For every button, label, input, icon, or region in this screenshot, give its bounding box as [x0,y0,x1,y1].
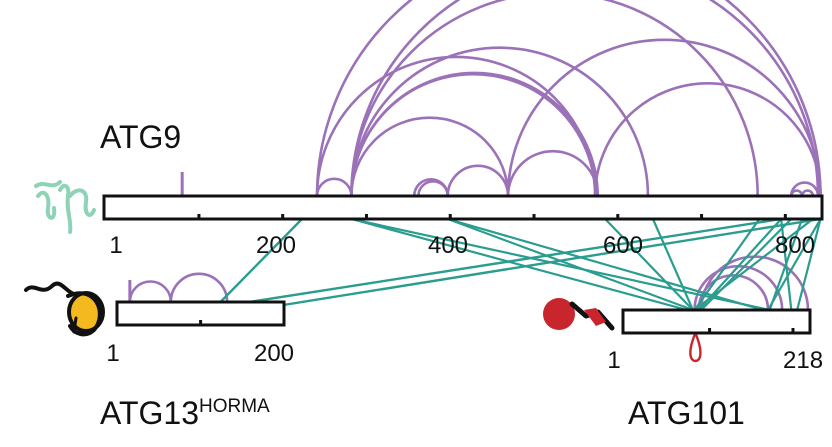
atg9-atg101-link-10 [767,218,822,311]
atg9-intra-link-3 [350,73,597,197]
atg9-name-label: ATG9 [100,119,181,155]
atg9-intra-link-16 [800,189,815,197]
atg9-atg101-link-0 [351,217,688,312]
atg13-tick-label-200: 200 [254,340,294,367]
atg9-atg101-link-5 [651,218,694,311]
atg101-sequence-bar [621,308,812,335]
atg101-loop-link-0 [689,332,702,363]
atg9-group: ATG9 1 200 400 600 800 [34,119,824,259]
atg101-icon [543,298,615,331]
atg101-name-label: ATG101 [628,395,745,431]
atg9-atg13-link-2 [172,217,782,316]
atg9-intra-link-0 [315,177,353,197]
atg9-intra-link-8 [350,71,599,197]
atg9-atg101-link-8 [700,218,792,311]
atg13-intra-link-1 [169,272,229,303]
atg13-name-superscript: HORMA [199,396,270,417]
atg9-atg101-link-7 [697,218,782,311]
atg9-intra-link-13 [506,38,822,197]
atg13-intra-link-0 [128,280,173,303]
atg101-tick-label-218: 218 [783,347,823,374]
atg9-tick-label-1: 1 [109,232,122,259]
atg9-intra-link-4 [350,46,650,197]
atg9-tick-label-800: 800 [775,232,815,259]
atg9-atg13-link-0 [207,218,303,315]
atg9-intra-link-17 [789,181,820,197]
atg13-tick-label-1: 1 [106,340,119,367]
atg9-intra-link-11 [446,164,510,197]
atg9-tick-label-200: 200 [256,232,296,259]
atg9-atg101-link-3 [447,217,764,312]
atg9-intra-link-2 [315,0,822,197]
atg9-tick-label-400: 400 [428,232,468,259]
atg9-intra-link-12 [506,149,599,197]
atg9-atg101-link-4 [604,218,694,311]
atg101-group: 1 218 ATG101 [543,298,823,431]
atg9-tick-label-600: 600 [603,232,643,259]
crosslinks-layer [128,0,822,363]
atg9-intra-link-6 [350,0,820,197]
atg9-atg101-link-2 [447,217,694,312]
atg9-atg101-link-12 [780,218,793,311]
atg9-sequence-bar [102,194,824,221]
atg9-atg101-link-13 [796,218,822,311]
atg9-intra-link-14 [593,82,822,197]
atg9-intra-link-7 [350,116,510,197]
atg101-tick-label-1: 1 [607,347,620,374]
atg9-membrane-icon [34,180,96,234]
atg13-horma-icon [24,281,105,337]
atg13-name-main: ATG13 [100,395,199,431]
atg13-name-label: ATG13HORMA [100,395,270,431]
atg9-atg101-link-1 [351,217,770,312]
atg9-atg101-link-6 [693,218,761,311]
atg101-ticks [708,328,795,333]
atg13-group: 1 200 ATG13HORMA [24,281,294,431]
atg9-intra-link-10 [417,180,450,197]
atg9-intra-link-5 [350,0,759,197]
atg9-ticks [197,214,787,219]
atg9-atg101-link-9 [693,218,814,311]
